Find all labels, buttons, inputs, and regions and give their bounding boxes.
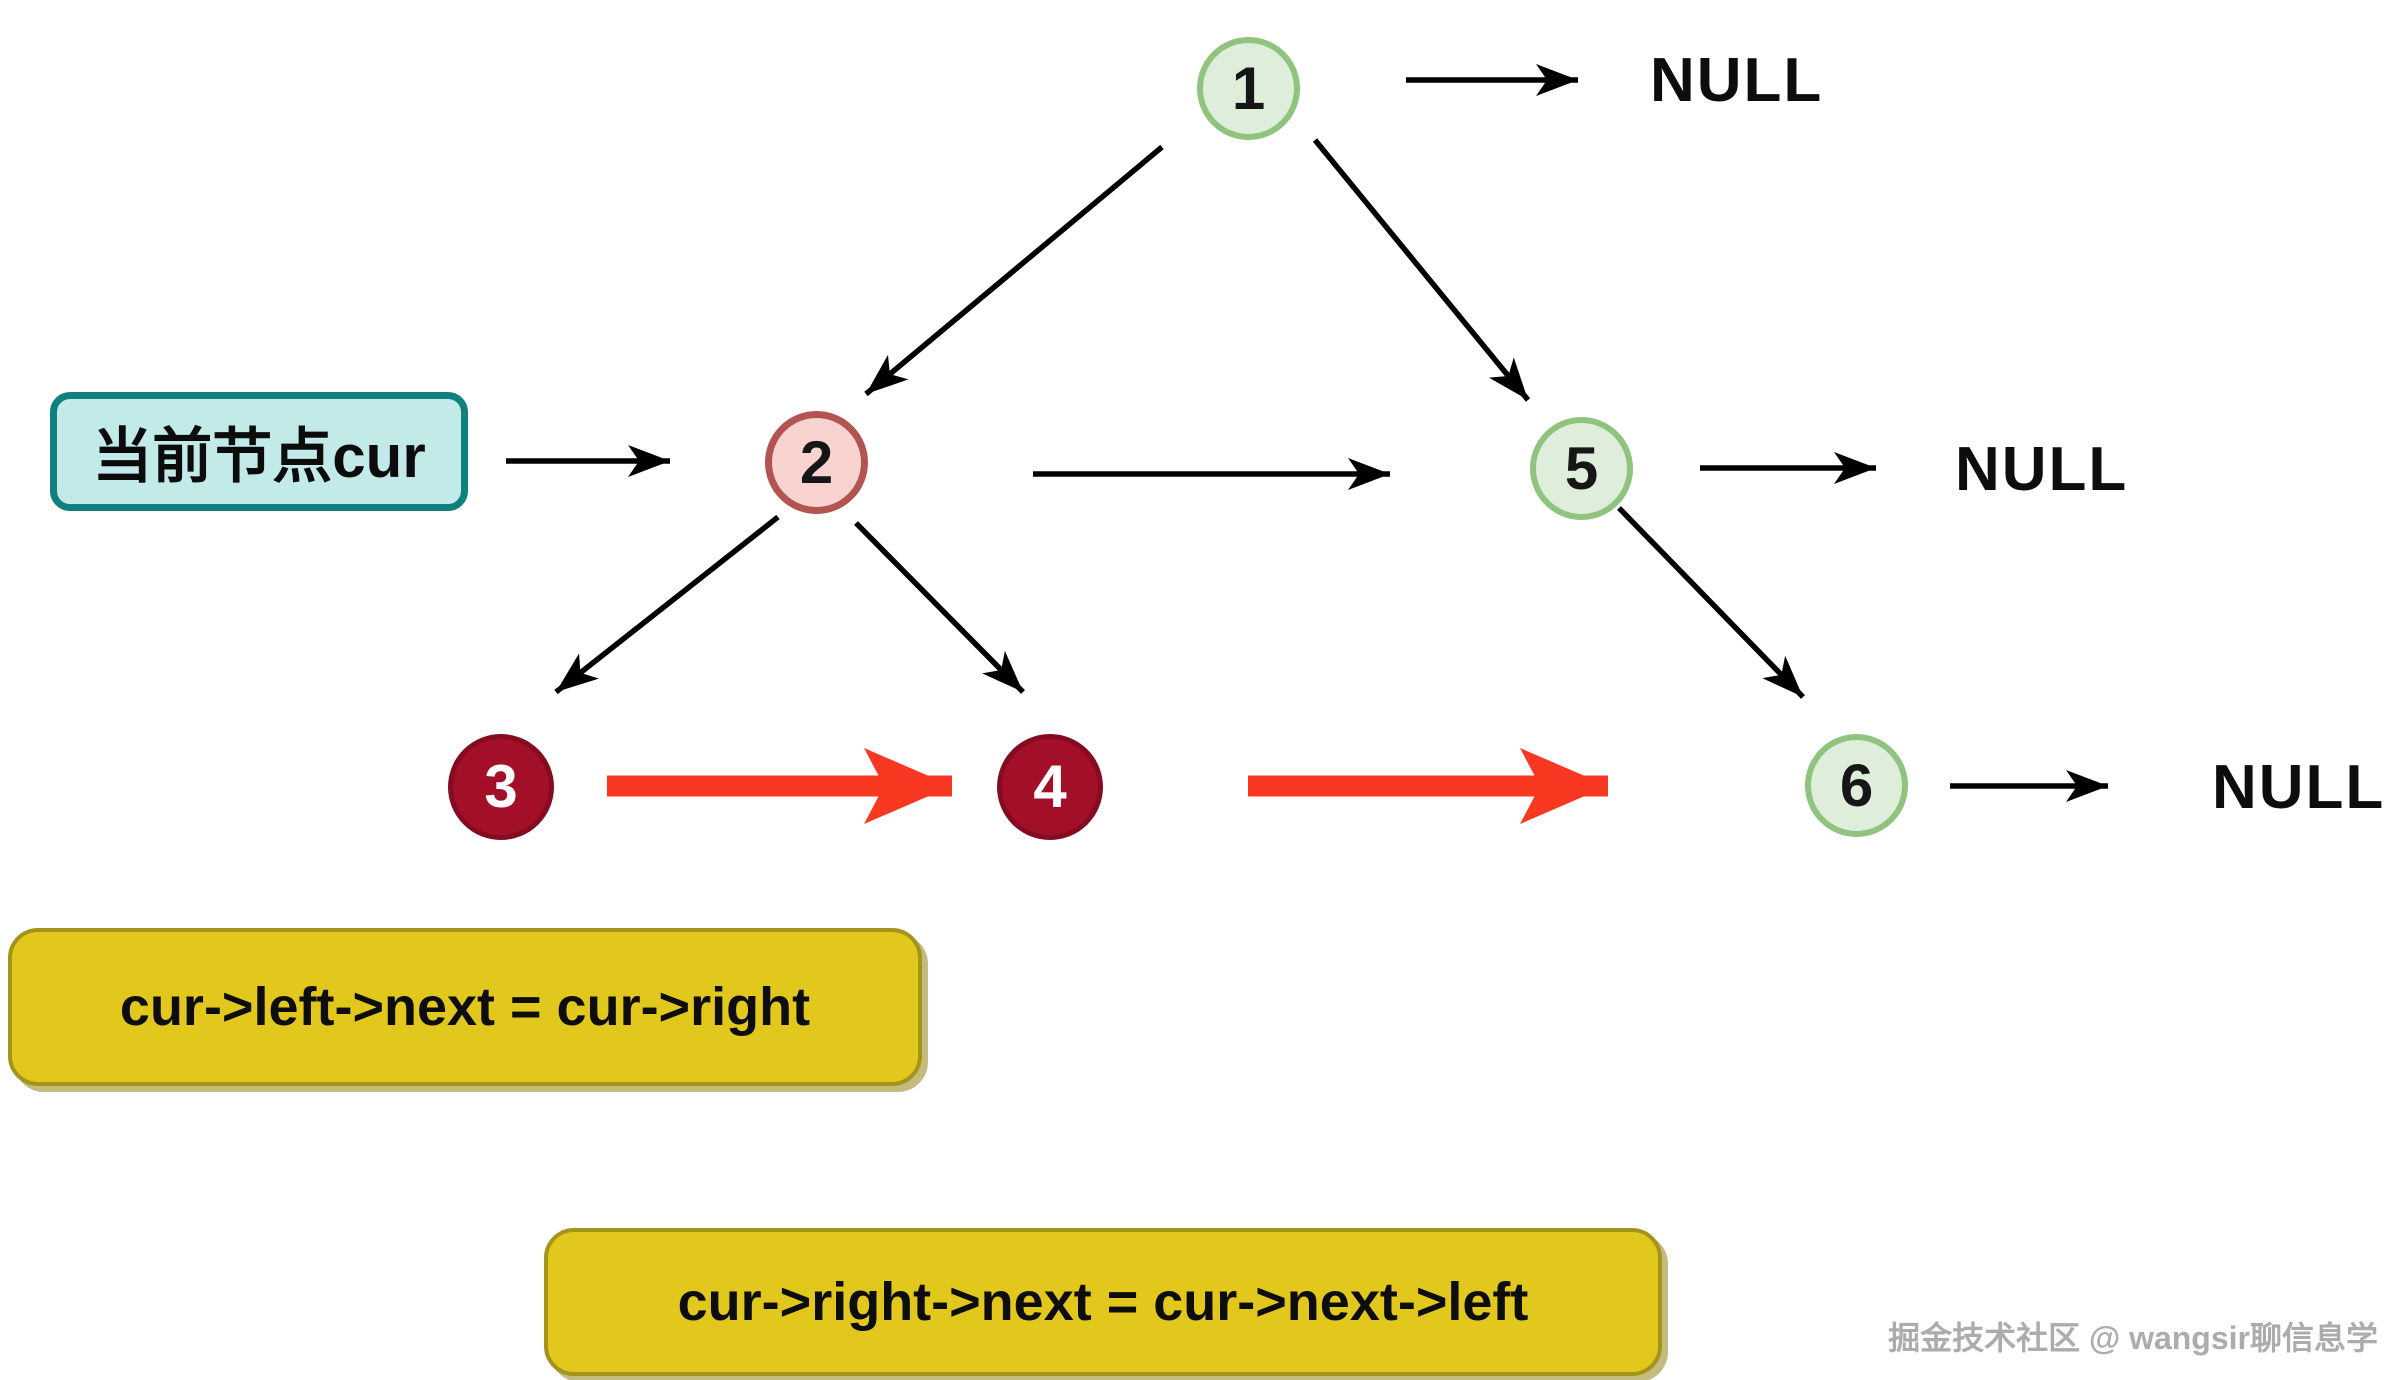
- tree-node-1: 1: [1197, 37, 1300, 140]
- edge-node1-to-node5: [1312, 138, 1531, 402]
- tree-node-4: 4: [997, 734, 1103, 840]
- current-node-callout-label: 当前节点cur: [92, 423, 426, 490]
- null-label-level2: NULL: [1955, 435, 2129, 504]
- tree-node-2-label: 2: [799, 428, 834, 496]
- edge-node2-to-node4: [854, 521, 1025, 694]
- edge-node1-to-node2: [864, 144, 1164, 397]
- tree-node-6: 6: [1805, 734, 1908, 837]
- code-box-right-next: cur->right->next = cur->next->left: [544, 1228, 1662, 1376]
- tree-node-5: 5: [1530, 417, 1633, 520]
- code-box-left-next: cur->left->next = cur->right: [8, 928, 922, 1086]
- edge-node2-to-node3: [554, 514, 780, 695]
- current-node-callout: 当前节点cur: [50, 392, 468, 511]
- tree-node-3: 3: [448, 734, 554, 840]
- tree-node-5-label: 5: [1564, 434, 1599, 502]
- code-box-right-next-text: cur->right->next = cur->next->left: [677, 1272, 1529, 1332]
- tree-node-2: 2: [765, 411, 868, 514]
- null-label-level1: NULL: [1650, 46, 1824, 115]
- null-label-level3: NULL: [2212, 753, 2386, 822]
- tree-node-3-label: 3: [484, 753, 518, 820]
- tree-node-6-label: 6: [1839, 751, 1874, 819]
- edge-node5-to-node6: [1617, 506, 1805, 699]
- watermark: 掘金技术社区 @ wangsir聊信息学: [1888, 1320, 2378, 1356]
- tree-node-1-label: 1: [1231, 54, 1266, 122]
- tree-node-4-label: 4: [1033, 753, 1067, 820]
- code-box-left-next-text: cur->left->next = cur->right: [119, 977, 811, 1037]
